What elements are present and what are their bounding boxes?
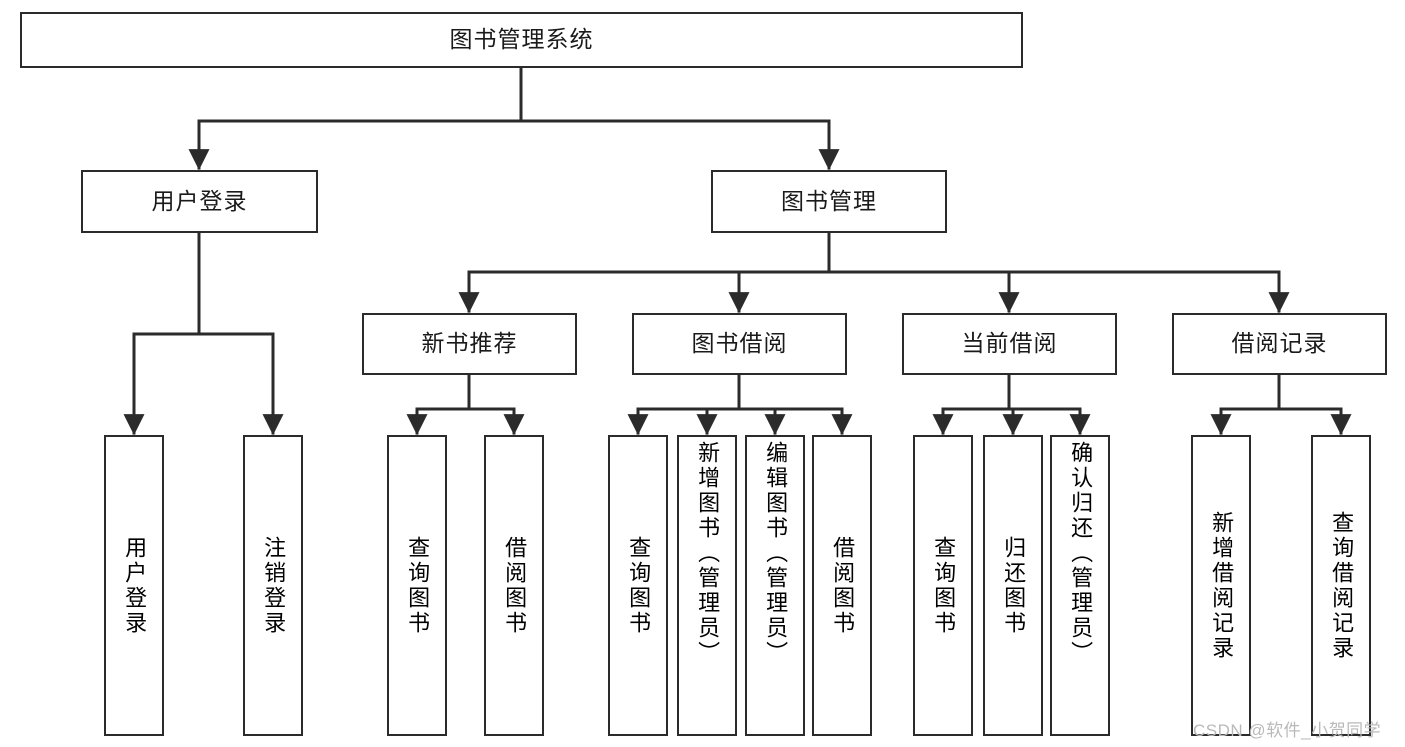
node-label: 新书推荐 bbox=[421, 330, 518, 357]
node-label: 图书管理 bbox=[781, 187, 877, 214]
level2-node-用户登录[interactable]: 用户登录 bbox=[81, 170, 318, 233]
leaf-node-新增借阅记录[interactable]: 新增借阅记录 bbox=[1191, 435, 1251, 736]
leaf-node-查询图书[interactable]: 查询图书 bbox=[387, 435, 447, 736]
root-node-图书管理系统[interactable]: 图书管理系统 bbox=[20, 12, 1023, 68]
node-label: 当前借阅 bbox=[961, 330, 1058, 357]
node-label: 确认归还（管理员） bbox=[1068, 441, 1094, 666]
node-label: 借阅记录 bbox=[1231, 330, 1328, 357]
node-label: 查询图书 bbox=[626, 535, 652, 636]
node-label: 编辑图书（管理员） bbox=[763, 441, 789, 666]
node-label: 图书借阅 bbox=[691, 330, 788, 357]
node-label: 查询图书 bbox=[405, 535, 431, 636]
node-label: 新增借阅记录 bbox=[1209, 510, 1235, 661]
node-label: 图书管理系统 bbox=[449, 26, 594, 53]
level3-node-当前借阅[interactable]: 当前借阅 bbox=[902, 313, 1117, 375]
leaf-node-注销登录[interactable]: 注销登录 bbox=[243, 435, 303, 736]
leaf-node-归还图书[interactable]: 归还图书 bbox=[983, 435, 1043, 736]
leaf-node-用户登录[interactable]: 用户登录 bbox=[104, 435, 164, 736]
leaf-node-编辑图书（管理员）[interactable]: 编辑图书（管理员） bbox=[745, 435, 805, 736]
leaf-node-新增图书（管理员）[interactable]: 新增图书（管理员） bbox=[677, 435, 737, 736]
node-label: 新增图书（管理员） bbox=[695, 441, 721, 666]
node-label: 借阅图书 bbox=[502, 535, 528, 636]
node-label: 用户登录 bbox=[151, 187, 248, 214]
leaf-node-查询图书[interactable]: 查询图书 bbox=[913, 435, 973, 736]
leaf-node-查询图书[interactable]: 查询图书 bbox=[608, 435, 668, 736]
leaf-node-确认归还（管理员）[interactable]: 确认归还（管理员） bbox=[1050, 435, 1110, 736]
node-label: 查询借阅记录 bbox=[1329, 510, 1355, 661]
level3-node-图书借阅[interactable]: 图书借阅 bbox=[632, 313, 847, 375]
level3-node-借阅记录[interactable]: 借阅记录 bbox=[1172, 313, 1387, 375]
node-label: 注销登录 bbox=[261, 535, 287, 636]
node-label: 归还图书 bbox=[1001, 535, 1027, 636]
level2-node-图书管理[interactable]: 图书管理 bbox=[711, 170, 947, 233]
node-label: 查询图书 bbox=[931, 535, 957, 636]
csdn-watermark: CSDN @软件_小贺同学 bbox=[1193, 721, 1382, 740]
level3-node-新书推荐[interactable]: 新书推荐 bbox=[362, 313, 577, 375]
connector-lines bbox=[123, 66, 1352, 436]
node-label: 用户登录 bbox=[122, 535, 148, 636]
leaf-node-借阅图书[interactable]: 借阅图书 bbox=[484, 435, 544, 736]
leaf-node-查询借阅记录[interactable]: 查询借阅记录 bbox=[1311, 435, 1371, 736]
leaf-node-借阅图书[interactable]: 借阅图书 bbox=[812, 435, 872, 736]
node-label: 借阅图书 bbox=[830, 535, 856, 636]
